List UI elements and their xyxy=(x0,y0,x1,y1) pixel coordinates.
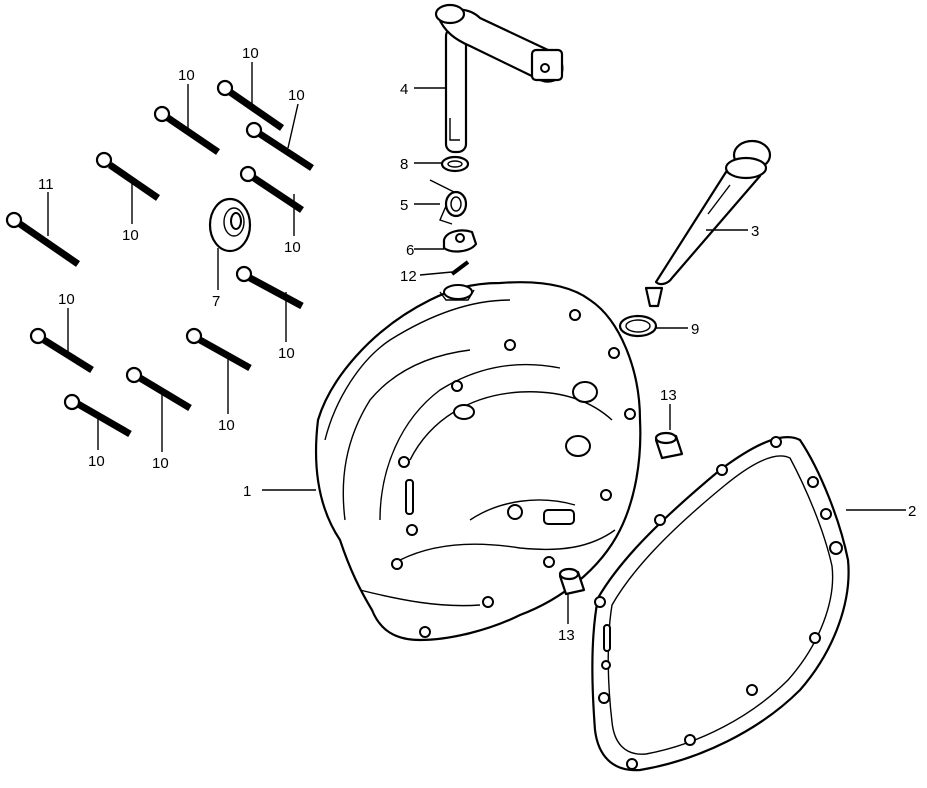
label-part-13-upper: 13 xyxy=(660,387,677,404)
oil-level-gauge xyxy=(644,139,772,308)
bolt-10-d xyxy=(245,121,314,171)
label-part-9: 9 xyxy=(691,321,699,338)
bolt-10-e xyxy=(239,165,304,213)
dowel-pin-upper xyxy=(654,431,684,460)
label-bolt-10: 10 xyxy=(242,45,259,62)
bolt-10-h xyxy=(185,327,252,372)
return-spring xyxy=(429,179,468,225)
label-part-8: 8 xyxy=(400,156,408,173)
label-part-11: 11 xyxy=(38,176,54,193)
label-part-3: 3 xyxy=(751,223,759,240)
stopper-plate xyxy=(442,229,478,253)
label-bolt-10: 10 xyxy=(178,67,195,84)
label-part-7: 7 xyxy=(212,293,220,310)
leader-lines xyxy=(47,62,906,624)
label-part-6: 6 xyxy=(406,242,414,259)
part-labels: 1 2 3 4 5 6 7 8 9 11 12 13 13 10 10 10 1… xyxy=(38,45,916,644)
pin xyxy=(450,260,470,276)
dowel-pin-lower xyxy=(558,567,586,596)
label-bolt-10: 10 xyxy=(122,227,139,244)
right-crankcase-cover xyxy=(314,281,642,642)
bolt-10-b xyxy=(153,105,220,155)
label-part-2: 2 xyxy=(908,503,916,520)
oil-seal xyxy=(208,197,252,253)
bolt-10-j xyxy=(63,393,132,438)
label-bolt-10: 10 xyxy=(284,239,301,256)
bolt-11 xyxy=(5,211,80,267)
label-part-13-lower: 13 xyxy=(558,627,575,644)
label-bolt-10: 10 xyxy=(88,453,105,470)
bolt-10-a xyxy=(95,151,160,201)
o-ring xyxy=(618,314,658,338)
washer xyxy=(440,155,470,173)
label-bolt-10: 10 xyxy=(278,345,295,362)
label-part-5: 5 xyxy=(400,197,408,214)
label-bolt-10: 10 xyxy=(218,417,235,434)
label-part-12: 12 xyxy=(400,268,417,285)
label-bolt-10: 10 xyxy=(288,87,305,104)
bolt-10-c xyxy=(216,79,284,131)
label-bolt-10: 10 xyxy=(58,291,75,308)
label-bolt-10: 10 xyxy=(152,455,169,472)
label-part-4: 4 xyxy=(400,81,408,98)
bolt-10-f xyxy=(235,265,304,310)
shift-arm xyxy=(434,3,564,154)
bolt-10-i xyxy=(125,366,192,412)
bolt-10-g xyxy=(29,327,94,373)
gasket xyxy=(591,436,850,772)
label-part-1: 1 xyxy=(243,483,251,500)
